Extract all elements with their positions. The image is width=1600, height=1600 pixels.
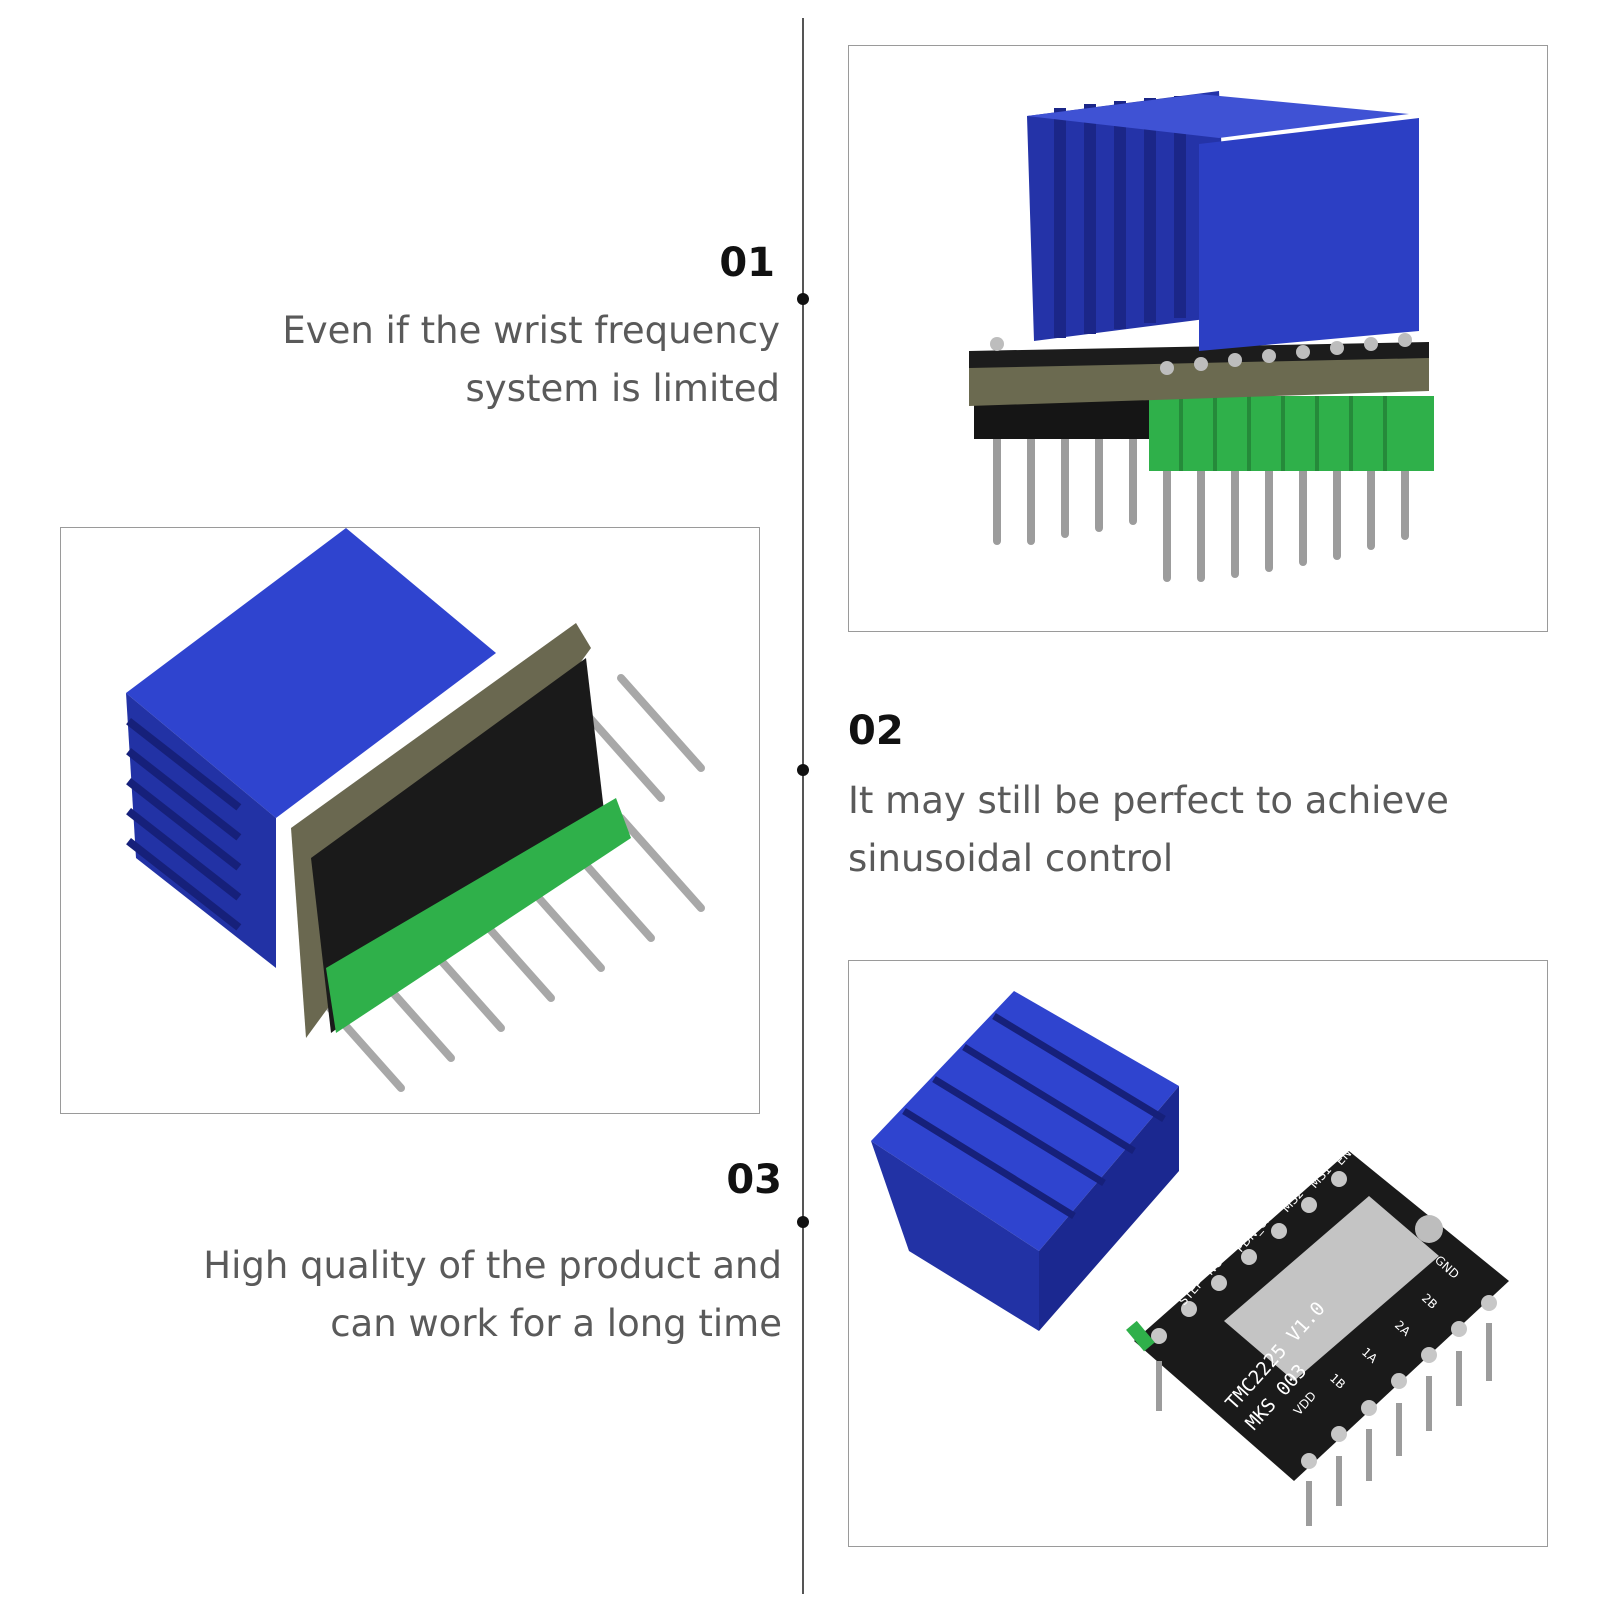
product-photo-front [848,45,1548,632]
potentiometer [1415,1215,1443,1243]
timeline-dot-3 [797,1216,809,1228]
feature-text-3-line-1: High quality of the product and [203,1244,782,1287]
timeline-dot-1 [797,293,809,305]
product-photo-separated: MKS 003 TMC2225 V1.0 VDD STEP NC PDN_UAR… [848,960,1548,1547]
heatsink-front [1027,91,1419,351]
feature-text-3: High quality of the product and can work… [100,1237,782,1353]
heatsink-separate [871,991,1179,1331]
product-photo-angled [60,527,760,1114]
green-header-strip [1149,396,1434,471]
feature-number-3: 03 [726,1157,782,1203]
driver-chip-pad [1224,1196,1439,1381]
feature-text-2-line-2: sinusoidal control [848,837,1174,880]
stepper-driver-angled-illustration [126,528,705,1092]
feature-text-2: It may still be perfect to achieve sinus… [848,772,1568,888]
feature-text-1-line-2: system is limited [465,367,780,410]
pcb-edge [969,354,1429,406]
heatsink-angled [126,528,496,968]
green-header-angled [326,798,631,1033]
feature-text-3-line-2: can work for a long time [330,1302,782,1345]
stepper-driver-front-illustration [969,91,1434,582]
heatsink-and-board-illustration: MKS 003 TMC2225 V1.0 VDD STEP NC PDN_UAR… [871,991,1509,1526]
feature-text-2-line-1: It may still be perfect to achieve [848,779,1449,822]
timeline-line [802,18,804,1594]
feature-text-1: Even if the wrist frequency system is li… [160,302,780,418]
feature-number-2: 02 [848,708,904,754]
driver-board: MKS 003 TMC2225 V1.0 VDD STEP NC PDN_UAR… [1126,1146,1509,1526]
feature-number-1: 01 [719,240,775,286]
timeline-dot-2 [797,764,809,776]
feature-text-1-line-1: Even if the wrist frequency [282,309,780,352]
